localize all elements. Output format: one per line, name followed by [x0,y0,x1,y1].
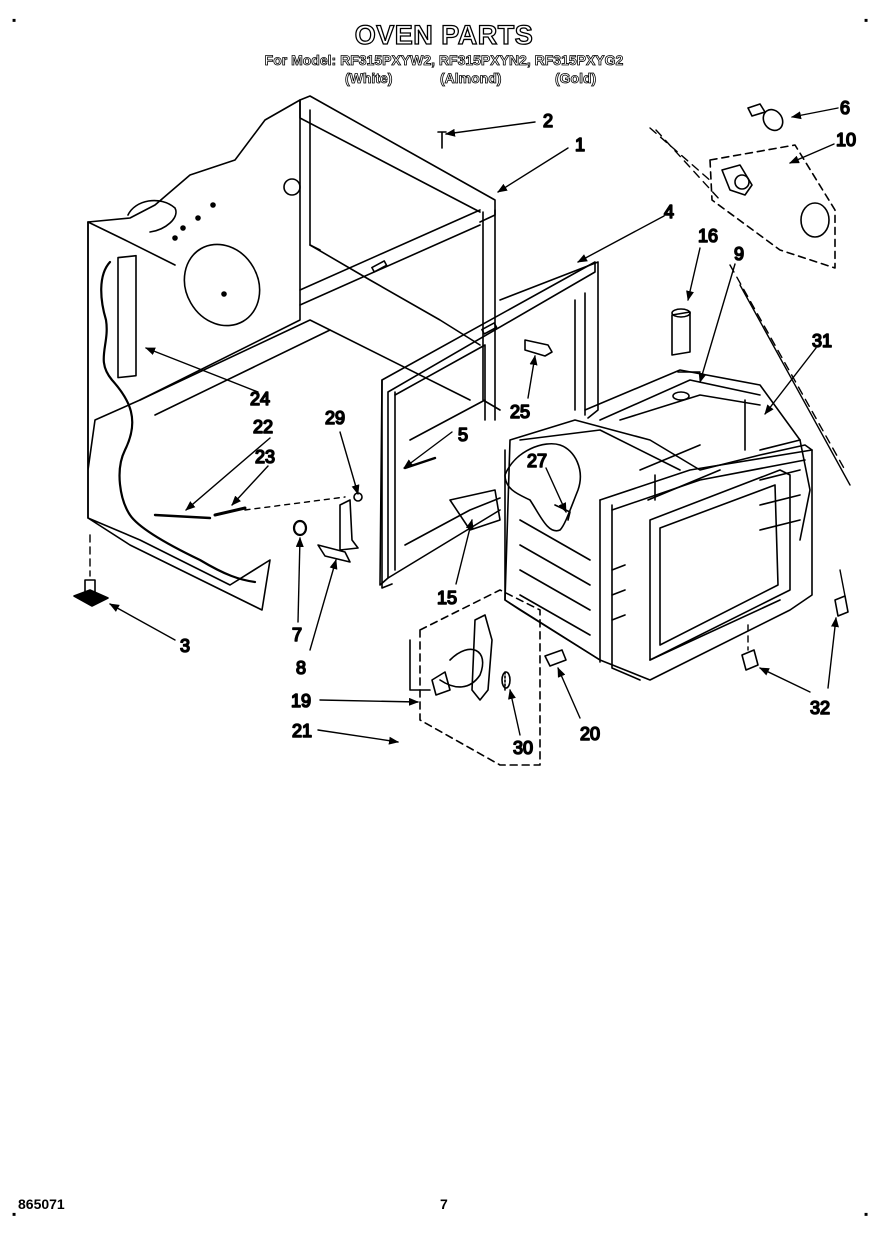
callout-29: 29 [325,408,345,428]
callout-24: 24 [250,389,270,409]
washer-part-7 [292,519,308,537]
callout-5: 5 [458,425,468,445]
oven-liner-box-part [504,369,813,681]
front-frame-part [379,261,599,589]
callout-23: 23 [255,447,275,467]
wire-harness [100,260,257,584]
callout-15: 15 [437,588,457,608]
light-bulb-part [747,103,784,132]
callout-10: 10 [836,130,856,150]
corner-mark-bottom-left: ▪ [12,1207,17,1221]
callout-20: 20 [580,724,600,744]
callout-30: 30 [513,738,533,758]
callout-21: 21 [292,721,312,741]
callout-6: 6 [840,98,850,118]
callout-19: 19 [291,691,311,711]
model-numbers: For Model: RF315PXYW2, RF315PXYN2, RF315… [264,52,624,69]
callout-numbers: 1 2 3 4 5 6 7 8 9 10 15 16 19 20 21 22 2… [179,97,857,759]
bracket-part-15 [449,489,501,531]
callout-9: 9 [734,244,744,264]
light-socket-part [709,144,836,269]
leader-lines [89,107,851,745]
oven-cabinet-part [87,95,501,611]
callout-22: 22 [253,417,273,437]
clip-part-8 [317,544,351,563]
clip-part-32 [741,595,849,671]
leveling-leg-part [73,579,109,607]
callout-31: 31 [812,331,832,351]
callout-8: 8 [296,658,306,678]
bracket-part-29 [339,492,363,551]
document-number: 865071 [18,1196,65,1212]
callout-4: 4 [664,202,674,222]
callout-16: 16 [698,226,718,246]
igniter-part-25 [524,339,553,357]
callout-25: 25 [510,402,530,422]
callout-27: 27 [527,451,547,471]
page-title: OVEN PARTS [354,19,534,50]
corner-mark-bottom-right: ▪ [864,1207,869,1221]
color-almond-label: (Almond) [440,70,502,87]
callout-2: 2 [543,111,553,131]
page-number: 7 [440,1196,448,1212]
color-gold-label: (Gold) [555,70,597,87]
callout-1: 1 [575,135,585,155]
color-white-label: (White) [345,70,393,87]
sensor-part-22 [153,513,212,520]
callout-3: 3 [180,636,190,656]
corner-mark-top-left: ▪ [12,13,17,27]
screw-part-2 [437,131,447,149]
sensor-part-23 [213,506,247,517]
callout-7: 7 [292,625,302,645]
knob-part-16 [671,308,691,356]
corner-mark-top-right: ▪ [864,13,869,27]
callout-32: 32 [810,698,830,718]
latch-assembly-part [409,589,567,766]
